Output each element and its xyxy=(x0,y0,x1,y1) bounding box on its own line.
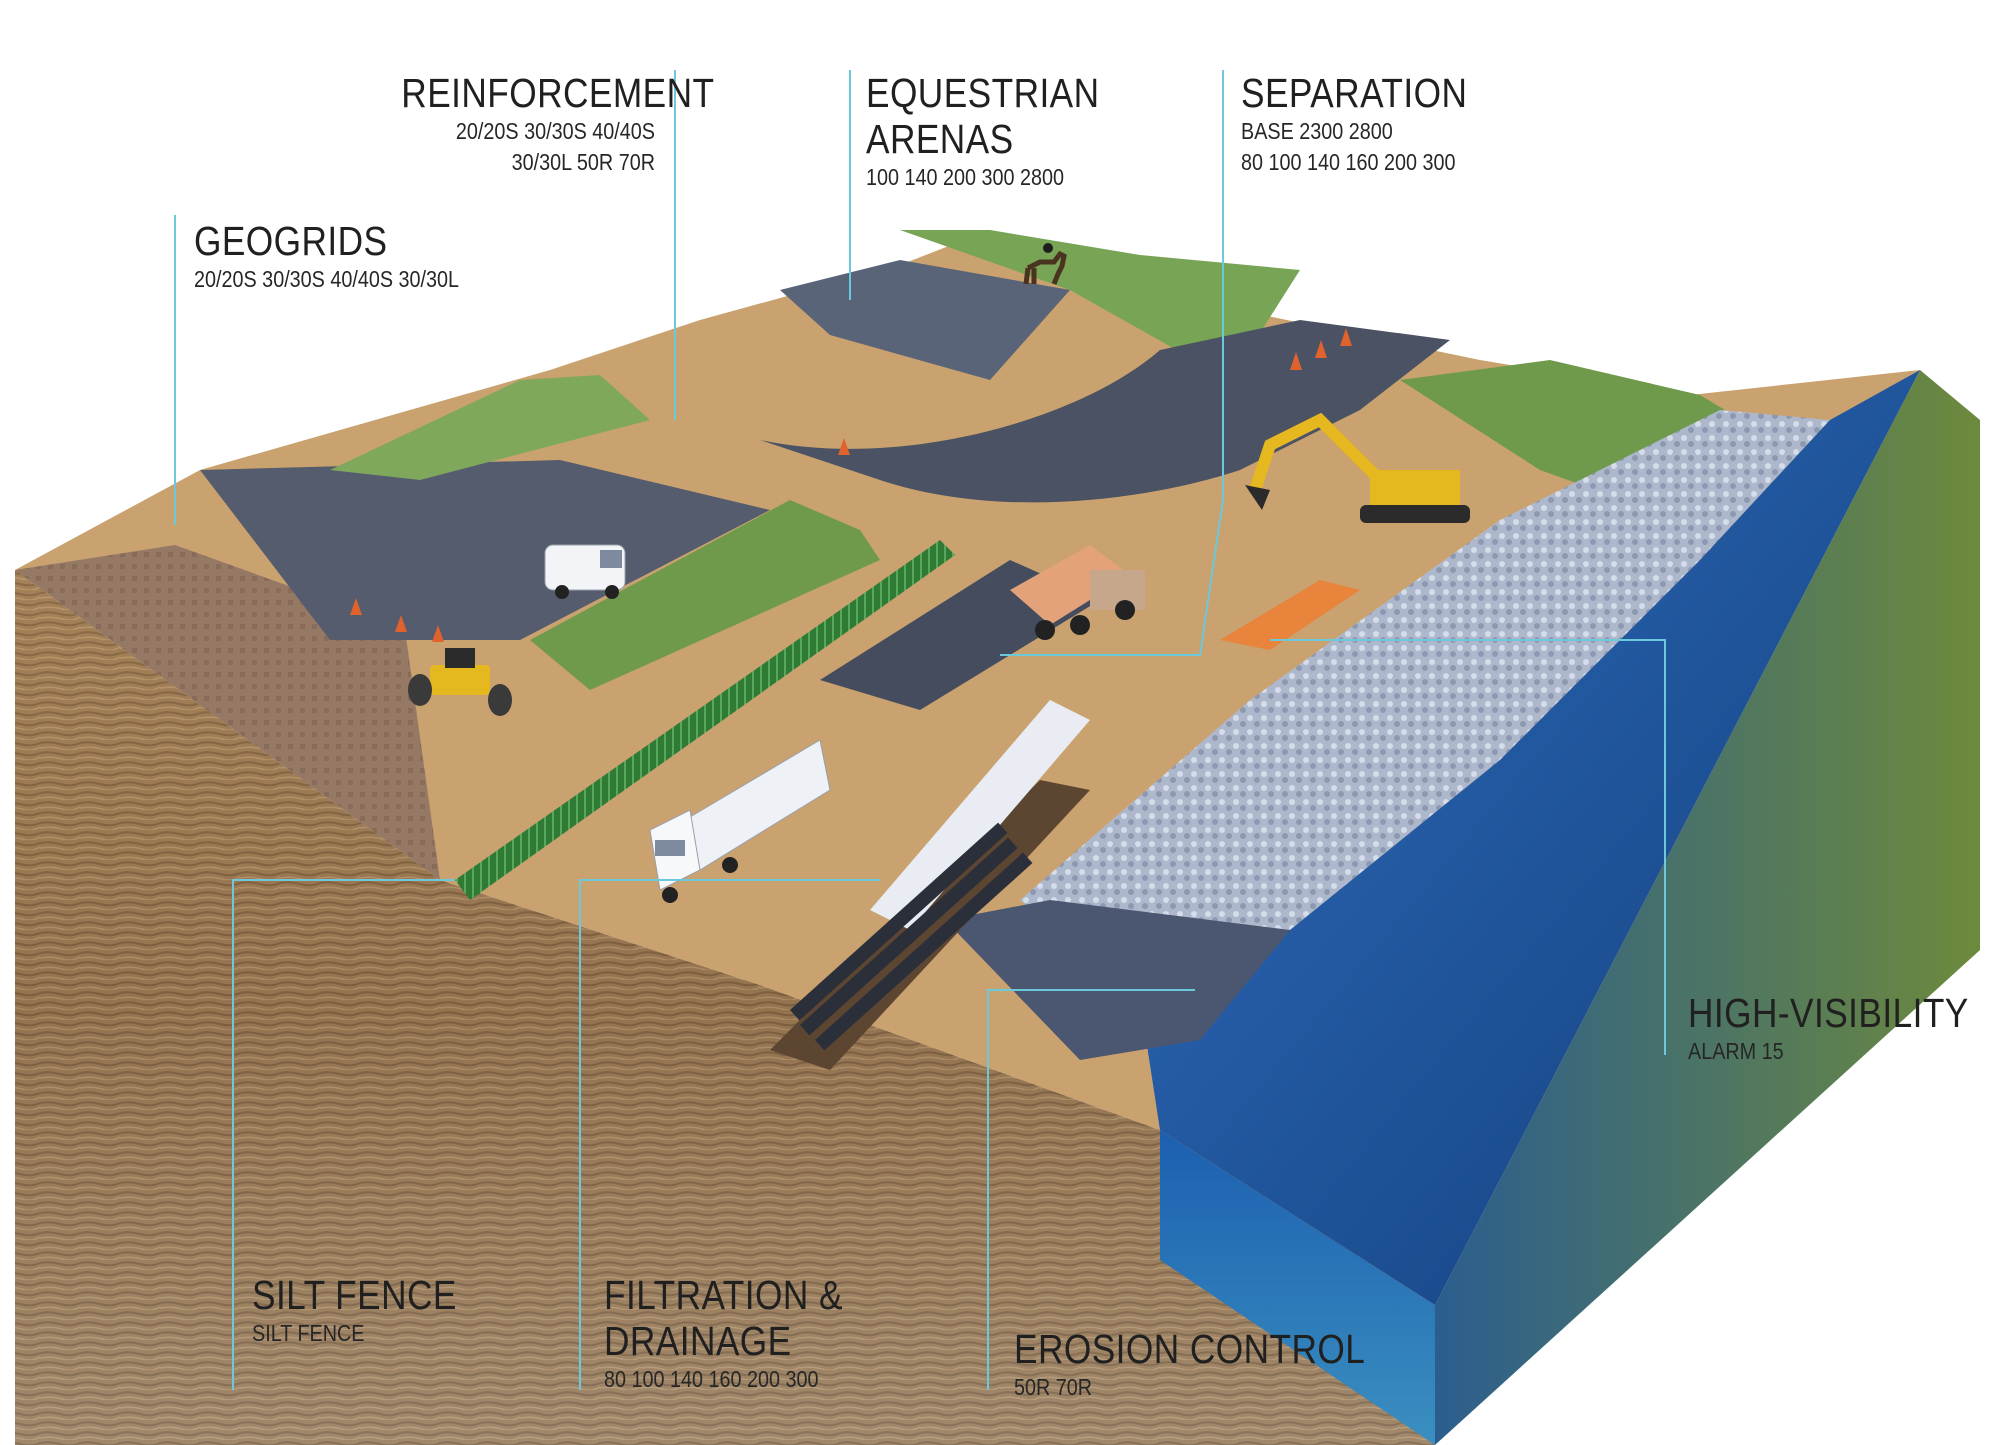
separation-title: SEPARATION xyxy=(1241,70,1468,116)
water-front-face xyxy=(1160,1130,1435,1445)
rock-revetment xyxy=(1020,410,1830,1000)
grass-strip-left xyxy=(530,500,880,690)
callout-reinforcement: REINFORCEMENT 20/20S 30/30S 40/40S 30/30… xyxy=(360,70,715,178)
erosion-line-1: 50R 70R xyxy=(1014,1374,1093,1400)
callout-separation: SEPARATION BASE 2300 2800 80 100 140 160… xyxy=(1241,70,1504,178)
leader-high-visibility xyxy=(1270,639,1666,1055)
silt-fence-title: SILT FENCE xyxy=(252,1272,457,1318)
reinforcement-title: REINFORCEMENT xyxy=(401,70,715,116)
high-visibility-line-1: ALARM 15 xyxy=(1688,1038,1784,1064)
separation-line-2: 80 100 140 160 200 300 xyxy=(1241,149,1456,175)
reinforcement-line-2: 30/30L 50R 70R xyxy=(511,149,655,175)
excavator-icon xyxy=(1245,412,1470,523)
callout-geogrids: GEOGRIDS 20/20S 30/30S 40/40S 30/30L xyxy=(194,218,502,295)
lorry-icon xyxy=(649,739,831,903)
callout-high-visibility: HIGH-VISIBILITY ALARM 15 xyxy=(1688,990,2000,1067)
roller-icon xyxy=(408,648,512,716)
callout-erosion-control: EROSION CONTROL 50R 70R xyxy=(1014,1326,1422,1403)
leader-silt-fence xyxy=(232,879,455,1390)
orange-mat xyxy=(1220,580,1360,650)
right-block-face xyxy=(1435,370,1980,1445)
parking-lot xyxy=(200,460,770,640)
callout-silt-fence: SILT FENCE SILT FENCE xyxy=(252,1272,490,1349)
arena-pad xyxy=(780,260,1070,380)
geogrids-title: GEOGRIDS xyxy=(194,218,388,264)
top-surface xyxy=(15,230,1920,1305)
equipment xyxy=(350,243,1470,903)
erosion-mat xyxy=(945,900,1290,1060)
horse-rider-icon xyxy=(1023,243,1067,285)
filtration-title-line-2: DRAINAGE xyxy=(604,1318,792,1364)
equestrian-line-1: 100 140 200 300 2800 xyxy=(866,164,1065,190)
separation-line-1: BASE 2300 2800 xyxy=(1241,118,1393,144)
road xyxy=(760,320,1450,503)
callout-filtration-drainage: FILTRATION & DRAINAGE 80 100 140 160 200… xyxy=(604,1272,882,1395)
high-visibility-title: HIGH-VISIBILITY xyxy=(1688,990,1969,1036)
grass-top-left xyxy=(330,375,650,480)
soil-block xyxy=(15,370,1980,1445)
van-icon xyxy=(544,544,626,599)
leader-erosion xyxy=(987,989,1195,1390)
leader-filtration xyxy=(579,879,880,1390)
silt-fence-strip xyxy=(455,540,955,900)
leader-separation xyxy=(1000,70,1224,656)
filtration-line-1: 80 100 140 160 200 300 xyxy=(604,1366,819,1392)
equestrian-title-line-2: ARENAS xyxy=(866,116,1014,162)
traffic-cone-icon xyxy=(350,328,1352,642)
white-drain-liner xyxy=(870,700,1090,930)
leader-lines xyxy=(174,70,1666,1390)
reinforcement-line-1: 20/20S 30/30S 40/40S xyxy=(455,118,655,144)
pipe-stack xyxy=(789,822,1033,1051)
erosion-title: EROSION CONTROL xyxy=(1014,1326,1366,1372)
geogrids-line-1: 20/20S 30/30S 40/40S 30/30L xyxy=(194,266,460,292)
equestrian-title-line-1: EQUESTRIAN xyxy=(866,70,1100,116)
silt-fence-line-1: SILT FENCE xyxy=(252,1320,365,1346)
callout-equestrian-arenas: EQUESTRIAN ARENAS 100 140 200 300 2800 xyxy=(866,70,1138,193)
dump-truck-icon xyxy=(1010,545,1145,640)
water-surface xyxy=(1140,370,1920,1305)
filtration-title-line-1: FILTRATION & xyxy=(604,1272,843,1318)
